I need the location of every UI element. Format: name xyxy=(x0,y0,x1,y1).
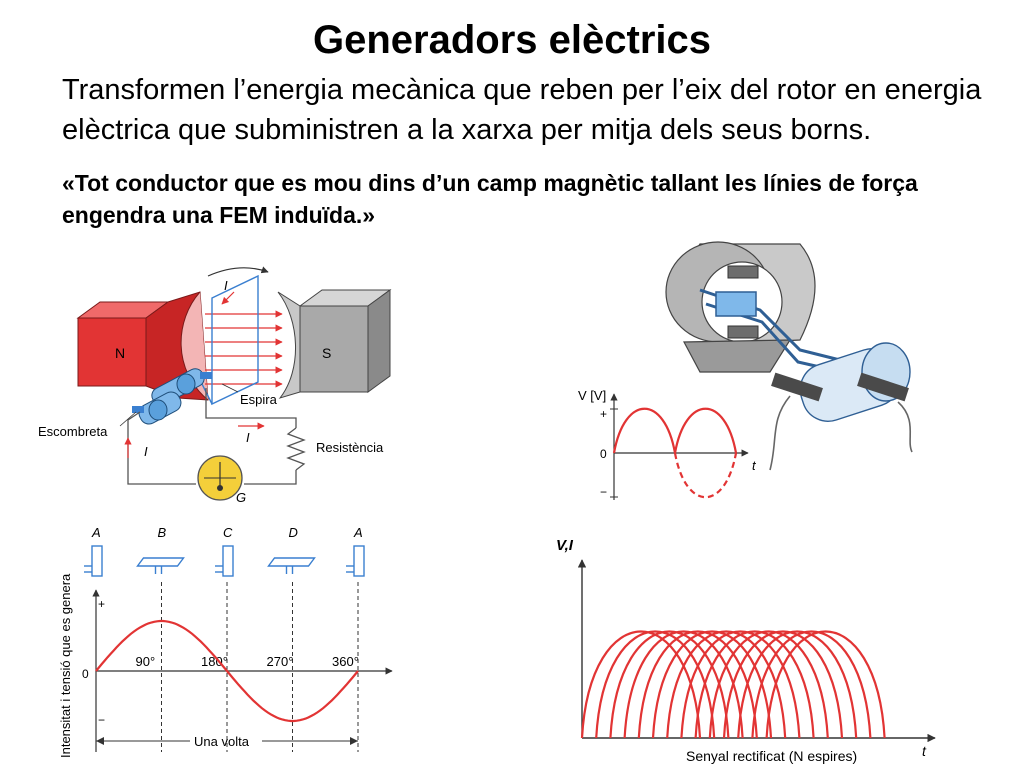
chart-sin-tick-zero: 0 xyxy=(82,667,89,681)
chart-sin-series xyxy=(95,619,359,723)
intro-text: Transformen l’energia mecànica que reben… xyxy=(62,74,982,146)
chart-rect-arch-7 xyxy=(680,630,801,739)
chart-rect-arch-1 xyxy=(595,630,716,739)
chart-v-tick-plus: + xyxy=(600,407,607,421)
coil-position-icon xyxy=(84,545,103,577)
chart-rect-arch-10 xyxy=(722,630,844,739)
chart-sin-span-label: Una volta xyxy=(194,734,250,749)
chart-rect-arch-12 xyxy=(751,630,872,739)
chart-sin-tick-plus: + xyxy=(98,597,105,611)
quote-text: «Tot conductor que es mou dins d’un camp… xyxy=(62,170,918,228)
chart-rect-arch-8 xyxy=(694,630,815,739)
chart-sin-position-0: A xyxy=(91,525,101,540)
chart-sin-plot: 90°180°270°360° xyxy=(95,582,359,752)
chart-sin-ylabel: Intensitat i tensió que es genera xyxy=(58,573,73,758)
chart-rect-arch-9 xyxy=(708,630,829,739)
coil-position-icon xyxy=(215,545,234,577)
chart-sin-position-3: D xyxy=(289,525,298,540)
chart-rect-xlabel: t xyxy=(922,743,927,759)
chart-sin-tick-360: 360° xyxy=(332,654,359,669)
slide-title: Generadors elèctrics xyxy=(313,18,711,62)
chart-sin-position-1: B xyxy=(158,525,167,540)
chart-v-ylabel: V [V] xyxy=(578,388,606,403)
chart-v-axes xyxy=(610,393,749,500)
chart-rect-arch-4 xyxy=(637,630,758,739)
chart-sin-span: Una volta xyxy=(96,734,358,749)
chart-rect-arch-13 xyxy=(765,630,886,739)
chart-v-xlabel: t xyxy=(752,458,757,473)
coil-position-icon xyxy=(136,557,185,574)
chart-rect-arch-3 xyxy=(623,630,744,739)
coil-position-icon xyxy=(346,545,365,577)
chart-rect-arch-5 xyxy=(651,630,773,739)
chart-rect-arch-0 xyxy=(580,630,702,739)
chart-rect-plot xyxy=(580,630,886,739)
chart-rect-arch-2 xyxy=(609,630,730,739)
chart-rect-arch-6 xyxy=(666,630,787,739)
chart-rect-axes xyxy=(577,559,936,743)
chart-v-tick-zero: 0 xyxy=(600,447,607,461)
chart-rect-arch-11 xyxy=(737,630,858,739)
chart-sin-position-4: A xyxy=(353,525,363,540)
chart-sin-tick-minus: − xyxy=(98,713,105,727)
chart-sin-tick-270: 270° xyxy=(267,654,294,669)
chart-rect-caption: Senyal rectificat (N espires) xyxy=(686,748,857,764)
chart-rect-ylabel: V,I xyxy=(556,537,574,554)
chart-sin-position-2: C xyxy=(223,525,233,540)
coil-position-icon xyxy=(267,557,316,574)
chart-v-tick-minus: − xyxy=(600,485,607,499)
chart-v-plot xyxy=(610,407,738,499)
chart-sin-tick-90: 90° xyxy=(136,654,156,669)
